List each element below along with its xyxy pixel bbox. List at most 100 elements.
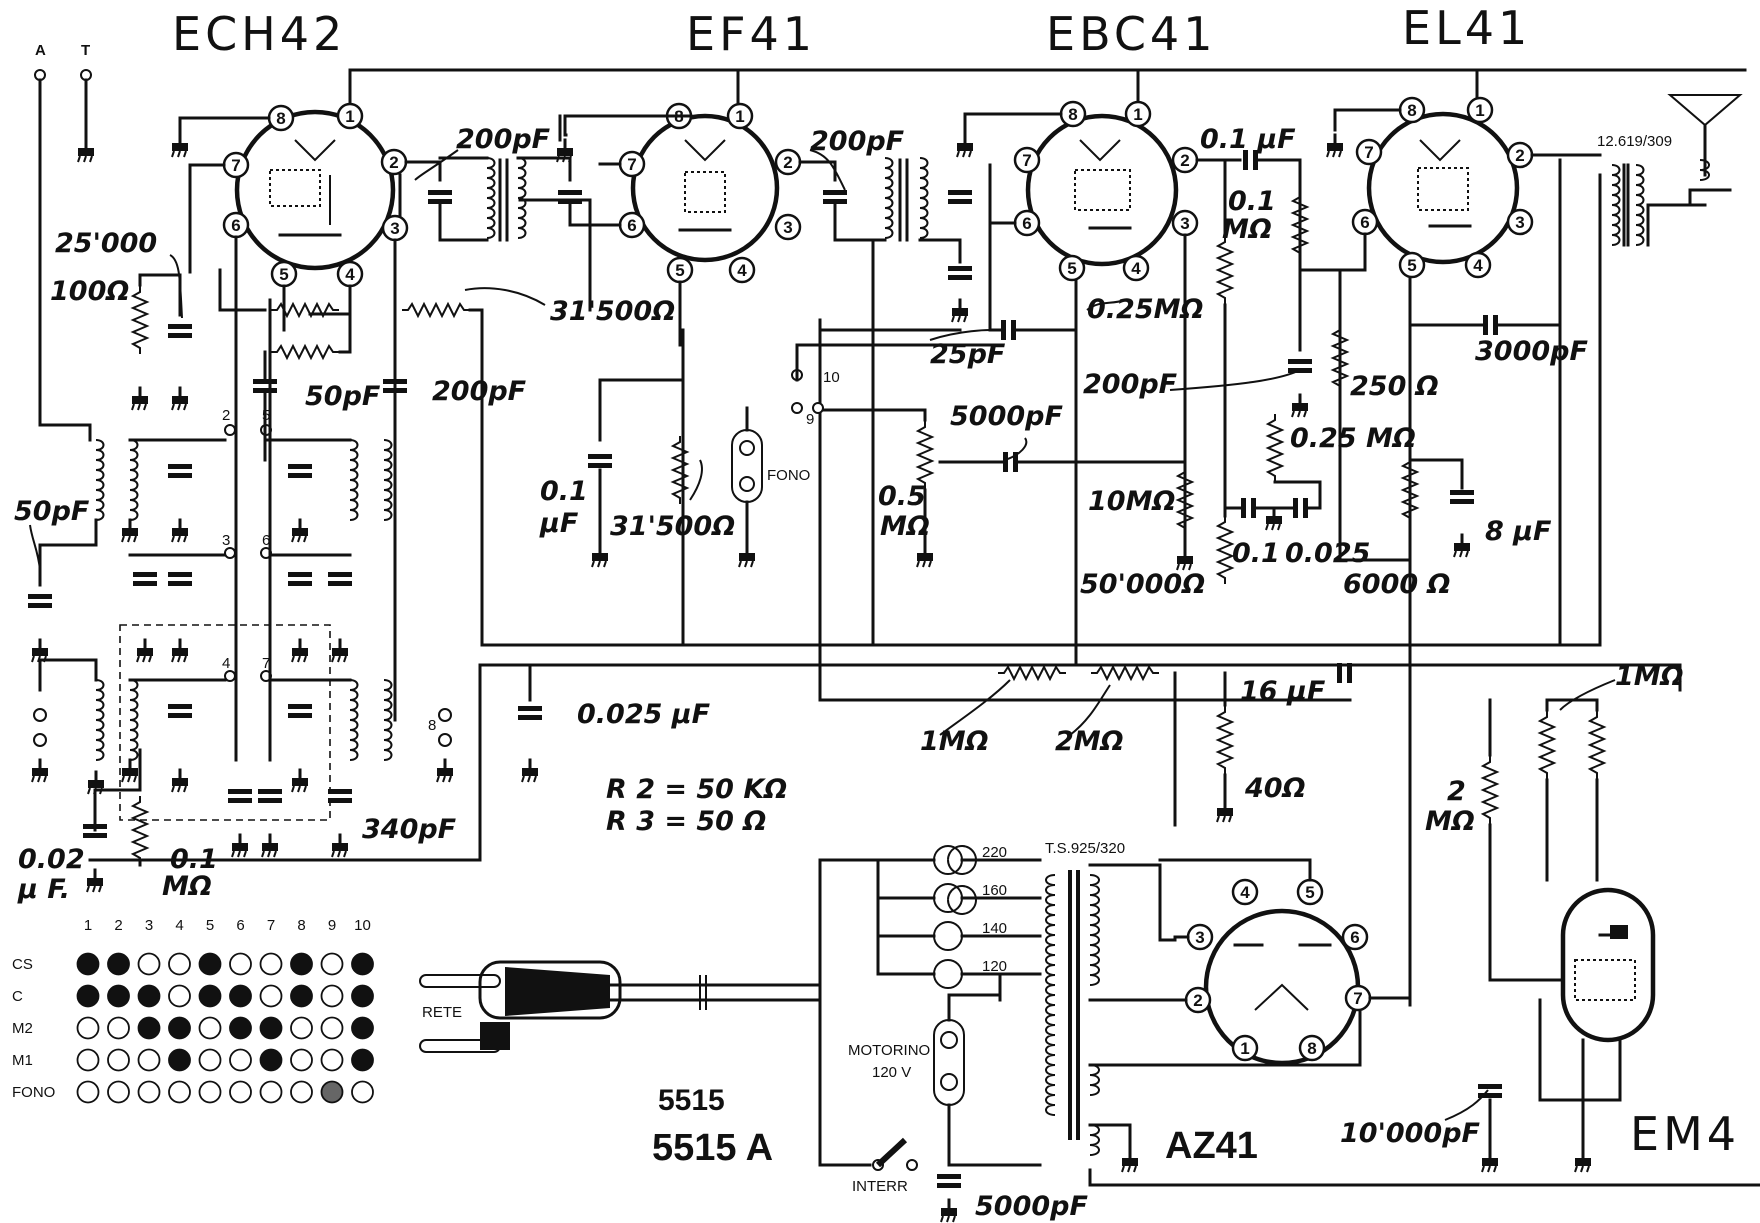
- switch-contact-9: 9: [806, 411, 814, 428]
- switch-table-cell: [168, 1048, 191, 1072]
- switch-table-row-label-cs: CS: [12, 956, 33, 973]
- ef41-pin-7: 7: [627, 155, 636, 174]
- switch-contact-6: 6: [262, 532, 270, 549]
- tube-ech42: 8 1 7 2 6 3 5 4: [170, 102, 409, 762]
- switch-table-cell: [137, 952, 161, 976]
- el41-pin-4: 4: [1473, 256, 1483, 275]
- ef41-pin-3: 3: [783, 218, 792, 237]
- ef41-pin-2: 2: [783, 153, 792, 172]
- label-01m: 0.1: [1228, 186, 1276, 217]
- label-3000pf: 3000pF: [1475, 336, 1588, 367]
- el41-pin-8: 8: [1407, 101, 1416, 120]
- label-ant-01m: 0.1: [170, 844, 218, 875]
- filter-parts: [997, 663, 1605, 1174]
- switch-table-cell: [137, 1048, 161, 1072]
- label-ef-200pf: 200pF: [810, 126, 905, 157]
- label-6000ohm: 6000 Ω: [1343, 569, 1451, 600]
- label-2m-b: 2: [1447, 776, 1466, 807]
- label-340pf: 340pF: [362, 814, 457, 845]
- label-osc-200pf: 200pF: [432, 376, 527, 407]
- tube-label-el41: EL41: [1402, 1, 1531, 55]
- az41-pin-3: 3: [1195, 928, 1204, 947]
- switch-table-cell: [76, 984, 100, 1008]
- el41-pin-3: 3: [1515, 213, 1524, 232]
- voltage-tap-160: 160: [982, 882, 1007, 899]
- label-25pf: 25pF: [930, 339, 1006, 370]
- switch-table-cell: [351, 1048, 374, 1072]
- switch-table-column-7: 7: [267, 917, 275, 934]
- switch-table-cell: [320, 1080, 344, 1104]
- tube-ebc41: 8 1 7 2 6 3 5 4: [955, 100, 1242, 552]
- az41-pin-1: 1: [1240, 1039, 1249, 1058]
- label-100ohm: 100Ω: [50, 276, 129, 307]
- antenna-terminal-a: A: [35, 42, 46, 59]
- switch-table-cell: [229, 1080, 252, 1104]
- ebc41-pin-1: 1: [1133, 105, 1142, 124]
- label-osc-50pf: 50pF: [305, 381, 381, 412]
- voltage-tap-140: 140: [982, 920, 1007, 937]
- switch-table-cell: [198, 952, 222, 976]
- switch-table-cell: [259, 952, 283, 976]
- tube-ef41: 8 1 7 2 6 3 5 4: [555, 102, 802, 347]
- switch-contact-3: 3: [222, 532, 230, 549]
- ech42-pin-5: 5: [279, 265, 288, 284]
- switch-table-cell: [351, 1080, 374, 1104]
- label-025m-vol: 0.25 MΩ: [1290, 423, 1416, 454]
- label-1m-em4: 1MΩ: [1615, 661, 1684, 692]
- az41-pin-4: 4: [1240, 883, 1250, 902]
- ef41-pin-5: 5: [675, 261, 684, 280]
- label-025m: 0.25MΩ: [1087, 294, 1203, 325]
- az41-pin-7: 7: [1353, 989, 1362, 1008]
- if-transformer-1: [404, 156, 622, 242]
- el41-pin-6: 6: [1360, 213, 1369, 232]
- label-ebc-200pf: 200pF: [1083, 369, 1178, 400]
- switch-table-cell: [351, 1016, 374, 1040]
- label-2m-a: 2MΩ: [1055, 726, 1124, 757]
- el41-pin-1: 1: [1475, 101, 1484, 120]
- label-5000pf-mains: 5000pF: [975, 1191, 1088, 1222]
- audio-parts: 10 9 FONO: [731, 150, 1562, 585]
- label-r2: R 2 = 50 KΩ: [606, 774, 787, 805]
- label-2m-b-unit: MΩ: [1425, 806, 1475, 837]
- voltage-tap-220: 220: [982, 844, 1007, 861]
- output-transformer-label: 12.619/309: [1597, 133, 1672, 150]
- switch-table-cell: [168, 984, 191, 1008]
- ech42-pin-2: 2: [389, 153, 398, 172]
- switch-table-row-label-m1: M1: [12, 1052, 33, 1069]
- tube-label-ech42: ECH42: [172, 7, 346, 61]
- label-40ohm: 40Ω: [1244, 773, 1306, 804]
- switch-table-row-label-m2: M2: [12, 1020, 33, 1037]
- switch-table-cell: [290, 984, 313, 1008]
- label-ant-01m-unit: MΩ: [162, 871, 212, 902]
- switch-table-cell: [107, 1080, 130, 1104]
- label-10m: 10MΩ: [1088, 486, 1175, 517]
- switch-table-cell: [107, 1016, 130, 1040]
- switch-table-column-10: 10: [354, 917, 371, 934]
- motor-voltage-label: 120 V: [872, 1064, 911, 1081]
- label-0025uf: 0.025 µF: [577, 699, 711, 730]
- switch-table-cell: [168, 1080, 191, 1104]
- label-01-low: 0.1: [1232, 538, 1280, 569]
- label-31500-ef: 31'500Ω: [610, 511, 735, 542]
- ech42-pin-4: 4: [345, 265, 355, 284]
- el41-pin-2: 2: [1515, 146, 1524, 165]
- label-ebc-01uf: 0.1 µF: [1200, 124, 1296, 155]
- label-1m-a: 1MΩ: [920, 726, 989, 757]
- label-01m-unit: MΩ: [1222, 214, 1272, 245]
- switch-table-cell: [198, 1016, 222, 1040]
- az41-pin-8: 8: [1307, 1039, 1316, 1058]
- ech42-pin-1: 1: [345, 107, 354, 126]
- switch-table-cell: [137, 1080, 161, 1104]
- tube-label-ef41: EF41: [686, 7, 816, 61]
- el41-pin-7: 7: [1364, 143, 1373, 162]
- az41-pin-6: 6: [1350, 928, 1359, 947]
- switch-table-column-1: 1: [84, 917, 92, 934]
- mains-transformer-label: T.S.925/320: [1045, 840, 1125, 857]
- switch-table-row-label-fono: FONO: [12, 1084, 55, 1101]
- label-05m-unit: MΩ: [880, 511, 930, 542]
- switch-contact-10: 10: [823, 369, 840, 386]
- ef41-parts: [518, 378, 688, 784]
- switch-table-cell: [290, 952, 313, 976]
- switch-table-column-6: 6: [236, 917, 244, 934]
